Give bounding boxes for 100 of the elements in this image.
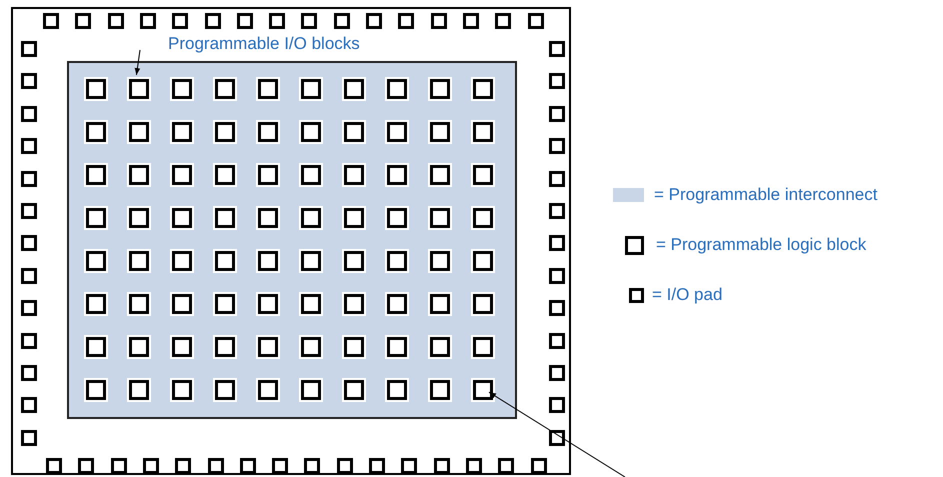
interconnect-area bbox=[67, 61, 517, 419]
logic-block bbox=[86, 380, 106, 400]
legend-text: = Programmable logic block bbox=[656, 234, 866, 256]
chip-outline bbox=[11, 7, 571, 475]
io-pad bbox=[21, 235, 37, 252]
logic-block bbox=[86, 251, 106, 271]
logic-block bbox=[129, 294, 149, 314]
logic-block bbox=[301, 337, 321, 357]
logic-block bbox=[473, 122, 493, 142]
logic-block bbox=[258, 208, 278, 228]
logic-block bbox=[430, 208, 450, 228]
logic-block bbox=[344, 122, 364, 142]
logic-block bbox=[86, 122, 106, 142]
logic-block bbox=[301, 208, 321, 228]
legend-text: = Programmable interconnect bbox=[654, 184, 878, 206]
logic-block bbox=[473, 79, 493, 99]
logic-block bbox=[129, 380, 149, 400]
io-pad bbox=[21, 138, 37, 154]
io-pad bbox=[549, 106, 565, 122]
logic-block bbox=[215, 79, 235, 99]
io-pad bbox=[530, 458, 546, 474]
logic-block bbox=[258, 165, 278, 185]
io-pad bbox=[236, 13, 253, 29]
arrow bbox=[488, 392, 626, 477]
io-pad bbox=[75, 13, 92, 29]
io-pad bbox=[142, 458, 159, 474]
io-pad bbox=[21, 300, 37, 316]
logic-block bbox=[387, 165, 407, 185]
io-pad bbox=[401, 458, 418, 474]
io-pad bbox=[46, 458, 62, 474]
logic-block bbox=[172, 337, 192, 357]
io-pad bbox=[21, 430, 37, 446]
logic-block bbox=[86, 79, 106, 99]
logic-block bbox=[387, 208, 407, 228]
io-pad bbox=[549, 170, 565, 187]
io-pad bbox=[398, 13, 414, 29]
logic-block bbox=[387, 251, 407, 271]
logic-block bbox=[387, 294, 407, 314]
io-pad bbox=[549, 397, 565, 414]
logic-block bbox=[344, 337, 364, 357]
logic-block bbox=[172, 251, 192, 271]
logic-block bbox=[172, 122, 192, 142]
io-pad bbox=[434, 458, 450, 474]
logic-block bbox=[430, 122, 450, 142]
io-pad bbox=[549, 300, 565, 316]
io-pad bbox=[495, 13, 512, 29]
logic-block bbox=[129, 208, 149, 228]
logic-block bbox=[473, 165, 493, 185]
logic-block bbox=[344, 208, 364, 228]
io-pad bbox=[549, 235, 565, 252]
logic-block bbox=[344, 251, 364, 271]
io-pad bbox=[208, 458, 224, 474]
logic-block bbox=[301, 294, 321, 314]
io-pad bbox=[549, 332, 565, 349]
logic-block bbox=[473, 208, 493, 228]
logic-block bbox=[258, 79, 278, 99]
logic-block bbox=[430, 165, 450, 185]
logic-block bbox=[215, 208, 235, 228]
logic-block bbox=[129, 122, 149, 142]
io-pad bbox=[334, 13, 350, 29]
logic-block bbox=[473, 294, 493, 314]
logic-block bbox=[215, 337, 235, 357]
logic-block bbox=[430, 337, 450, 357]
logic-block bbox=[172, 79, 192, 99]
logic-block bbox=[86, 337, 106, 357]
logic-block bbox=[301, 251, 321, 271]
logic-block bbox=[344, 294, 364, 314]
io-pad bbox=[21, 73, 37, 90]
io-pad bbox=[78, 458, 94, 474]
io-pad bbox=[108, 13, 124, 29]
logic-block bbox=[344, 380, 364, 400]
logic-block bbox=[172, 165, 192, 185]
io-pad bbox=[304, 458, 320, 474]
io-pad bbox=[21, 203, 37, 219]
io-pad bbox=[21, 41, 37, 57]
logic-block bbox=[344, 165, 364, 185]
logic-block bbox=[129, 79, 149, 99]
io-pad bbox=[549, 365, 565, 381]
io-pad bbox=[549, 268, 565, 284]
io-pad bbox=[272, 458, 288, 474]
logic-block bbox=[430, 251, 450, 271]
io-pad bbox=[336, 458, 353, 474]
logic-block bbox=[215, 294, 235, 314]
logic-block bbox=[258, 294, 278, 314]
logic-block bbox=[129, 165, 149, 185]
logic-block bbox=[301, 380, 321, 400]
io-pad bbox=[549, 73, 565, 90]
logic-block bbox=[215, 165, 235, 185]
io-pad bbox=[549, 41, 565, 57]
io-pad bbox=[240, 458, 256, 474]
io-pad bbox=[21, 332, 37, 349]
io-pad bbox=[175, 458, 192, 474]
logic-block bbox=[258, 337, 278, 357]
logic-block bbox=[86, 165, 106, 185]
logic-block bbox=[129, 337, 149, 357]
io-pad bbox=[466, 458, 482, 474]
logic-block bbox=[172, 208, 192, 228]
io-pad bbox=[462, 13, 479, 29]
logic-block bbox=[301, 79, 321, 99]
io-pad bbox=[21, 365, 37, 381]
